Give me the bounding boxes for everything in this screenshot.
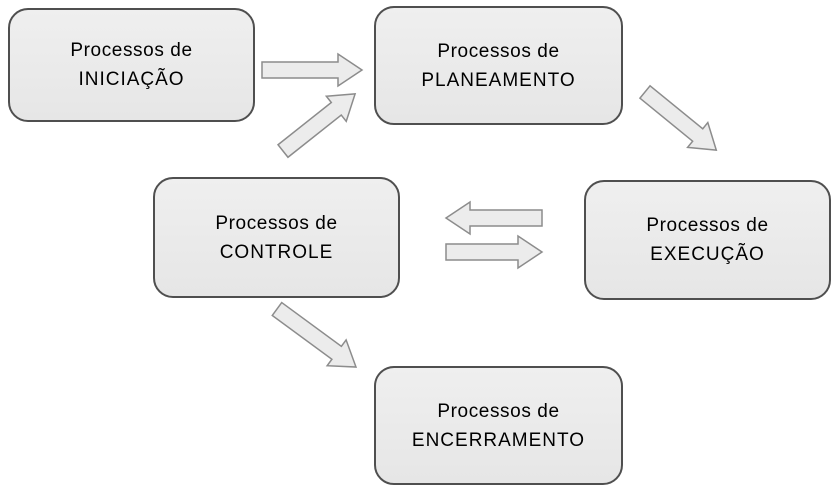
node-iniciacao-label-line2: INICIAÇÃO — [78, 69, 185, 90]
arrow-execucao-to-controle — [444, 200, 543, 236]
node-planeamento: Processos de PLANEAMENTO — [374, 6, 623, 125]
node-controle-label-line2: CONTROLE — [219, 241, 334, 263]
node-execucao: Processos de EXECUÇÃO — [584, 180, 831, 300]
arrow-controle-to-execucao — [445, 234, 544, 270]
arrow-planeamento-to-execucao — [638, 84, 718, 152]
node-encerramento: Processos de ENCERRAMENTO — [374, 366, 623, 485]
arrow-controle-to-encerramento — [271, 301, 358, 368]
node-planeamento-label-line2: PLANEAMENTO — [421, 69, 576, 91]
arrow-controle-to-planeamento — [276, 93, 357, 159]
node-iniciacao: Processos de INICIAÇÃO — [8, 8, 255, 122]
node-encerramento-label-line2: ENCERRAMENTO — [411, 429, 586, 451]
node-controle: Processos de CONTROLE — [153, 177, 400, 298]
node-execucao-label-line1: Processos de — [646, 215, 769, 236]
node-iniciacao-label-line1: Processos de — [70, 40, 193, 61]
node-controle-label-line1: Processos de — [215, 212, 338, 234]
node-execucao-label-line2: EXECUÇÃO — [650, 244, 765, 265]
arrow-iniciacao-to-planeamento — [261, 52, 364, 88]
node-encerramento-label-line1: Processos de — [437, 400, 560, 422]
node-planeamento-label-line1: Processos de — [437, 40, 560, 62]
